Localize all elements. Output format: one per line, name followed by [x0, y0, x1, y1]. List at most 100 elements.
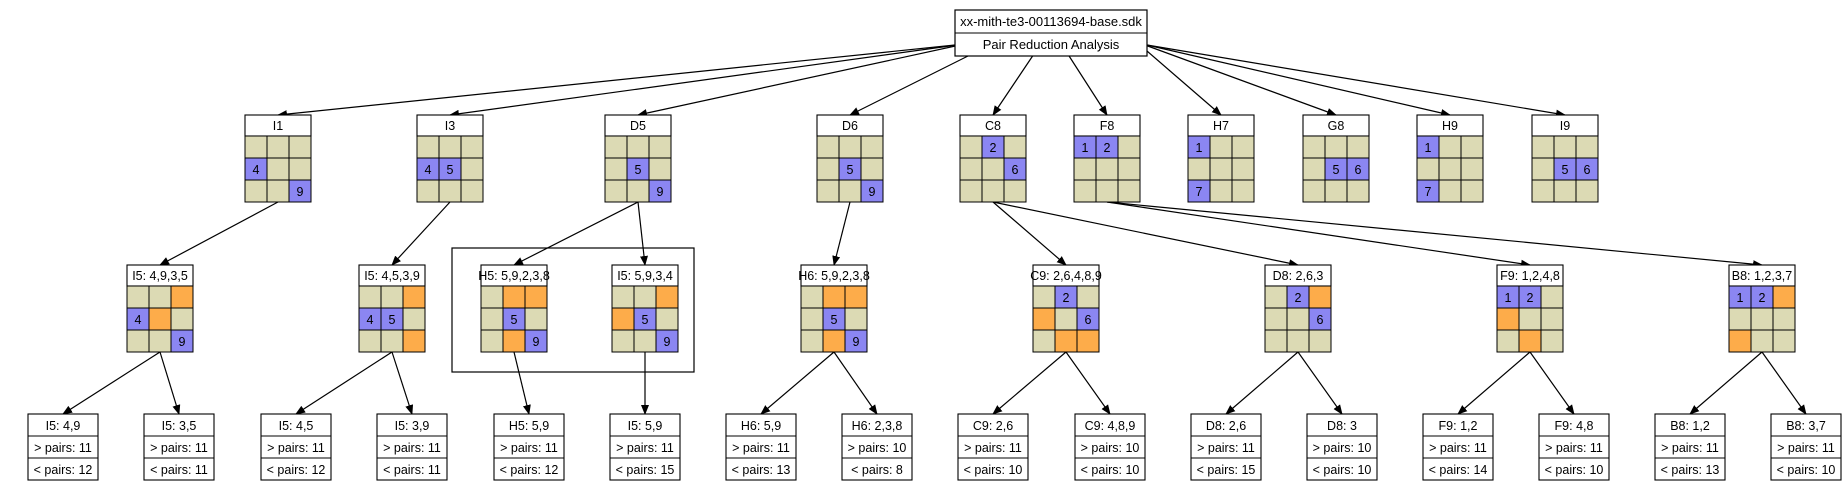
grid-cell [1209, 157, 1233, 181]
l2-node-4-label: I5: 5,9,3,4 [617, 269, 673, 283]
l1-node-h9-label: H9 [1442, 119, 1458, 133]
grid-cell [502, 329, 526, 353]
grid-cell [1531, 157, 1555, 181]
l3-leaf-7[interactable]: H6: 5,9> pairs: 11< pairs: 13 [725, 413, 797, 481]
l3-leaf-12[interactable]: D8: 3> pairs: 10< pairs: 10 [1306, 413, 1378, 481]
l3-leaf-14[interactable]: F9: 4,8> pairs: 11< pairs: 10 [1538, 413, 1610, 481]
grid-cell [1187, 157, 1211, 181]
cell-value: 5 [635, 163, 642, 177]
grid-cell [524, 307, 548, 331]
cell-value: 2 [1759, 291, 1766, 305]
l3-leaf-13[interactable]: F9: 1,2> pairs: 11< pairs: 14 [1422, 413, 1494, 481]
edge-arrow [637, 44, 961, 117]
edge-arrow [992, 201, 1067, 266]
grid-cell [460, 157, 484, 181]
l3-leaf-8[interactable]: H6: 2,3,8> pairs: 10< pairs: 8 [841, 413, 913, 481]
l3-leaf-1[interactable]: I5: 4,9> pairs: 11< pairs: 12 [27, 413, 99, 481]
grid-cell [416, 179, 440, 203]
grid-cell: 2 [1518, 285, 1542, 309]
edge-arrow [391, 351, 414, 415]
l3-leaf-16-greater-pairs: > pairs: 11 [1777, 441, 1835, 455]
grid-cell [402, 329, 426, 353]
l2-node-6[interactable]: C9: 2,6,4,8,926 [1030, 264, 1102, 353]
l3-leaf-6-less-pairs: < pairs: 15 [616, 463, 675, 477]
grid-cell [633, 285, 657, 309]
l3-leaf-15[interactable]: B8: 1,2> pairs: 11< pairs: 13 [1654, 413, 1726, 481]
l3-leaf-16[interactable]: B8: 3,7> pairs: 11< pairs: 10 [1770, 413, 1842, 481]
grid-cell [959, 135, 983, 159]
l2-node-1[interactable]: I5: 4,9,3,549 [126, 264, 194, 353]
l3-leaf-3[interactable]: I5: 4,5> pairs: 11< pairs: 12 [260, 413, 332, 481]
l2-node-7[interactable]: D8: 2,6,326 [1264, 264, 1332, 353]
grid-cell [1117, 157, 1141, 181]
grid-cell [170, 307, 194, 331]
grid-cell [1231, 157, 1255, 181]
grid-cell [1073, 179, 1097, 203]
l3-leaf-5-label: H5: 5,9 [509, 419, 549, 433]
edge-arrow [1106, 201, 1531, 268]
l1-node-i3-label: I3 [445, 119, 455, 133]
l3-leaf-9-less-pairs: < pairs: 10 [964, 463, 1023, 477]
cell-value: 9 [179, 335, 186, 349]
grid-cell [1032, 307, 1056, 331]
grid-cell [1231, 135, 1255, 159]
cell-value: 5 [847, 163, 854, 177]
grid-cell [1231, 179, 1255, 203]
grid-cell [1095, 179, 1119, 203]
edge-arrow [1689, 351, 1763, 415]
edge-arrow [62, 351, 161, 415]
l2-node-3[interactable]: H5: 5,9,2,3,859 [478, 264, 550, 353]
grid-cell [1416, 157, 1440, 181]
grid-cell [1302, 135, 1326, 159]
cell-value: 9 [664, 335, 671, 349]
grid-cell [288, 135, 312, 159]
l3-leaf-11[interactable]: D8: 2,6> pairs: 11< pairs: 15 [1190, 413, 1262, 481]
cell-value: 2 [1527, 291, 1534, 305]
l3-leaf-2[interactable]: I5: 3,5> pairs: 11< pairs: 11 [143, 413, 215, 481]
l2-node-4[interactable]: I5: 5,9,3,459 [611, 264, 679, 353]
grid-cell [800, 307, 824, 331]
l3-leaf-6[interactable]: I5: 5,9> pairs: 11< pairs: 15 [609, 413, 681, 481]
grid-cell [1076, 329, 1100, 353]
edge-arrow [1297, 351, 1343, 415]
l3-leaf-14-greater-pairs: > pairs: 11 [1545, 441, 1603, 455]
grid-cell [816, 179, 840, 203]
grid-cell [480, 307, 504, 331]
grid-cell [844, 307, 868, 331]
l3-leaf-5[interactable]: H5: 5,9> pairs: 11< pairs: 12 [493, 413, 565, 481]
grid-cell [838, 135, 862, 159]
grid-cell: 9 [524, 329, 548, 353]
l3-leaf-10[interactable]: C9: 4,8,9> pairs: 10< pairs: 10 [1074, 413, 1146, 481]
grid-cell [1460, 179, 1484, 203]
root-node[interactable]: xx-mith-te3-00113694-base.sdk Pair Reduc… [954, 9, 1148, 57]
edge-arrow [1529, 351, 1575, 415]
edge-arrow [637, 201, 648, 266]
edge-arrow [277, 44, 956, 119]
grid-cell [648, 135, 672, 159]
cell-value: 9 [657, 185, 664, 199]
grid-cell: 5 [838, 157, 862, 181]
grid-cell [959, 179, 983, 203]
l3-leaf-4[interactable]: I5: 3,9> pairs: 11< pairs: 11 [376, 413, 448, 481]
grid-cell: 4 [358, 307, 382, 331]
grid-cell [800, 329, 824, 353]
grid-cell: 9 [860, 179, 884, 203]
grid-cell: 5 [626, 157, 650, 181]
l2-node-5[interactable]: H6: 5,9,2,3,859 [798, 264, 870, 353]
l3-leaf-5-less-pairs: < pairs: 12 [500, 463, 559, 477]
l3-leaf-9[interactable]: C9: 2,6> pairs: 11< pairs: 10 [957, 413, 1029, 481]
grid-cell [822, 329, 846, 353]
